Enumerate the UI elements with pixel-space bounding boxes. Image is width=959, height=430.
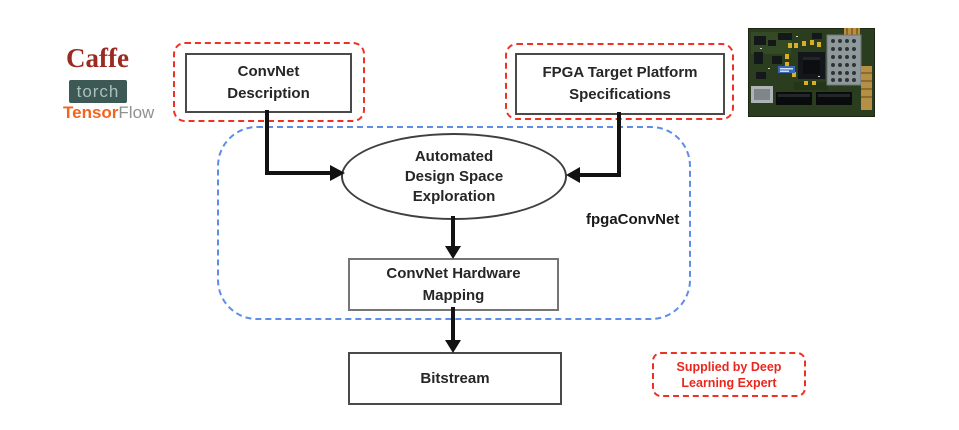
node-label-line: FPGA Target Platform [542, 64, 698, 81]
node-fpga-platform-specs: FPGA Target Platform Specifications [515, 53, 725, 115]
node-bitstream: Bitstream [348, 352, 562, 405]
node-label-line: ConvNet Hardware [386, 264, 521, 282]
node-label-line: Exploration [412, 187, 496, 205]
node-label-line: ConvNet [237, 63, 300, 80]
legend-line: Learning Expert [681, 375, 777, 390]
torch-logo: torch [69, 80, 127, 103]
node-label-line: Mapping [422, 286, 485, 304]
fpgaconvnet-label: fpgaConvNet [586, 211, 680, 228]
tensorflow-logo-flow: Flow [118, 103, 155, 122]
node-hardware-mapping: ConvNet Hardware Mapping [348, 258, 559, 311]
tensorflow-logo-tensor: Tensor [63, 103, 119, 122]
node-label-line: Specifications [569, 86, 671, 103]
node-label-line: Automated [414, 147, 494, 165]
node-label-line: Description [227, 85, 310, 102]
node-convnet-description: ConvNet Description [185, 53, 352, 113]
tensorflow-logo: TensorFlow [63, 103, 154, 123]
node-label-line: Bitstream [420, 369, 490, 387]
legend-line: Supplied by Deep [676, 359, 782, 374]
node-label-line: Design Space [404, 167, 504, 185]
node-design-space-exploration: Automated Design Space Exploration [341, 133, 567, 220]
legend-supplied-by-expert: Supplied by Deep Learning Expert [652, 352, 806, 397]
torch-logo-text: torch [76, 81, 120, 101]
caffe-logo: Caffe [66, 43, 129, 73]
fpga-board-photo [748, 28, 875, 117]
